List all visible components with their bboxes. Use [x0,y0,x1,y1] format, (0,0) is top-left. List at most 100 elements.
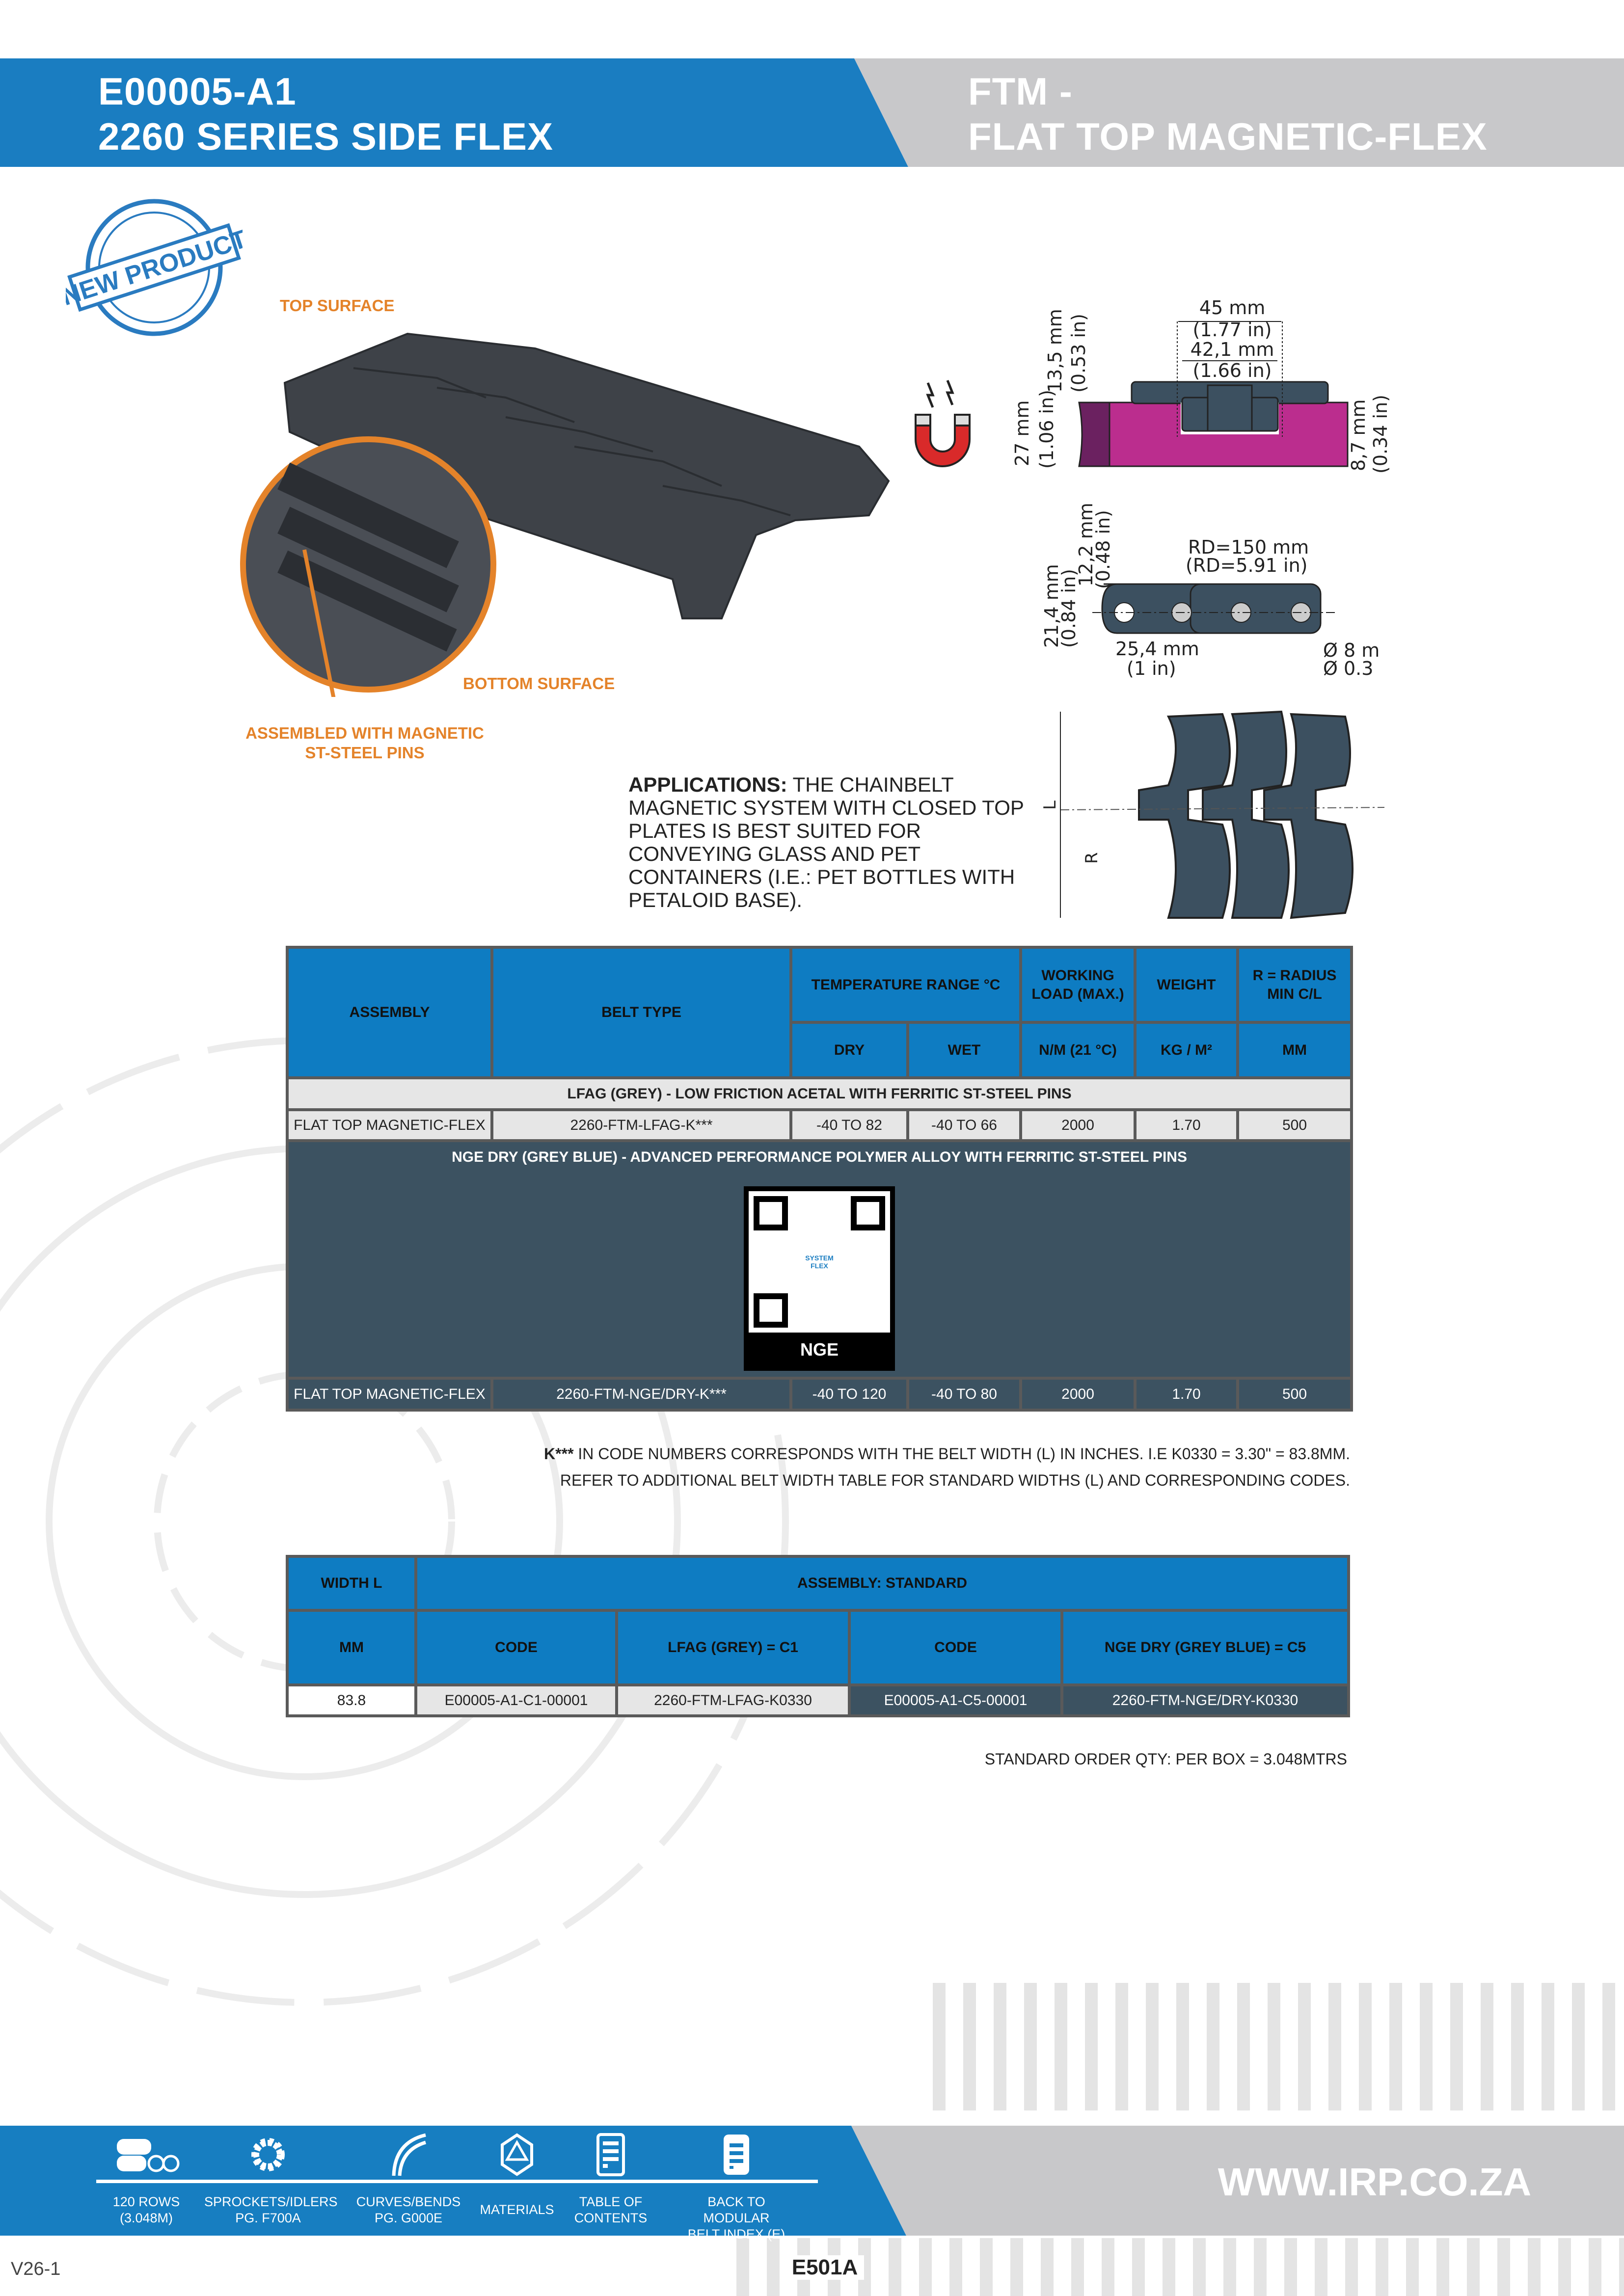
link-line1: BACK TO MODULAR [703,2194,770,2225]
bottom-surface-label: BOTTOM SURFACE [463,674,615,693]
col-radius: R = RADIUS MIN C/L [1236,946,1353,1024]
cell-wet: -40 TO 66 [906,1108,1023,1142]
dim-12mm-in: (0.48 in) [1092,510,1114,589]
footer-right-band [851,2126,1624,2236]
document-icon[interactable] [567,2133,655,2177]
dim-27mm-in: (1.06 in) [1036,390,1057,469]
cell-assembly: FLAT TOP MAGNETIC-FLEX [286,1108,493,1142]
link-line2: BELT INDEX (E) [687,2227,785,2242]
link-line2: CONTENTS [574,2211,648,2225]
dim-8mm: 8,7 mm [1348,399,1369,471]
cell-radius: 500 [1236,1377,1353,1412]
cell-weight: 1.70 [1134,1108,1240,1142]
dim-21mm: 21,4 mm [1041,564,1062,648]
nge-section: NGE DRY (GREY BLUE) - ADVANCED PERFORMAN… [285,1139,1353,1380]
footer-link-sprockets[interactable]: SPROCKETS/IDLERS PG. F700A [204,2194,338,2226]
col-wet: WET [906,1021,1023,1079]
dim-45mm-in: (1.77 in) [1193,319,1272,341]
footer-link-rows[interactable]: 120 ROWS (3.048M) [82,2194,210,2226]
dim-pin: Ø 8 m [1323,640,1380,661]
dim-13mm-in: (0.53 in) [1068,314,1089,393]
cell-dry: -40 TO 120 [789,1377,909,1412]
dot-pattern [736,2238,1624,2296]
qr-code[interactable]: SYSTEM FLEX NGE [744,1186,895,1371]
dim-R: R [1082,852,1102,864]
col-mm: MM [286,1609,417,1686]
cell-lfag: 2260-FTM-LFAG-K0330 [615,1683,851,1717]
dot-pattern [933,1983,1624,2110]
table-row: 83.8 E00005-A1-C1-00001 2260-FTM-LFAG-K0… [286,1683,1351,1717]
gear-icon[interactable] [224,2133,312,2177]
cell-assembly: FLAT TOP MAGNETIC-FLEX [286,1377,493,1412]
dim-pin-in: Ø 0.3 [1323,658,1373,679]
col-working-load: WORKING LOAD (MAX.) [1019,946,1137,1024]
top-surface-label: TOP SURFACE [280,296,395,315]
header-right-band [854,58,1624,167]
col-code-lfag: CODE [414,1609,618,1686]
footnote-code: K*** [544,1445,574,1463]
link-line2: PG. G000E [374,2211,443,2225]
materials-icon[interactable] [473,2133,561,2177]
cell-load: 2000 [1019,1377,1137,1412]
dim-21mm-in: (0.84 in) [1058,569,1080,648]
footer-link-belt-index[interactable]: BACK TO MODULAR BELT INDEX (E) [673,2194,800,2243]
spec-table: ASSEMBLY BELT TYPE TEMPERATURE RANGE °C … [285,946,1353,1412]
col-nge: NGE DRY (GREY BLUE) = C5 [1060,1609,1351,1686]
dim-pitch: 25,4 mm [1115,638,1199,660]
table-row: FLAT TOP MAGNETIC-FLEX 2260-FTM-LFAG-K**… [286,1108,1353,1142]
col-weight-unit: KG / M² [1134,1021,1240,1079]
link-line1: MATERIALS [480,2202,554,2217]
order-quantity: STANDARD ORDER QTY: PER BOX = 3.048MTRS [984,1750,1347,1768]
footer-link-materials[interactable]: MATERIALS [453,2202,581,2218]
col-code-nge: CODE [848,1609,1063,1686]
magnet-icon [915,380,971,467]
dim-42mm: 42,1 mm [1191,339,1274,360]
link-line1: TABLE OF [579,2194,643,2209]
dim-radius: RD=150 mm [1188,536,1309,558]
col-lfag: LFAG (GREY) = C1 [615,1609,851,1686]
link-line1: CURVES/BENDS [356,2194,461,2209]
cell-weight: 1.70 [1134,1377,1240,1412]
version-label: V26-1 [11,2259,61,2279]
pins-label-line1: ASSEMBLED WITH MAGNETIC [245,724,484,742]
document-icon[interactable] [692,2133,781,2177]
product-type-title: FTM - FLAT TOP MAGNETIC-FLEX [968,69,1488,159]
nge-section-title: NGE DRY (GREY BLUE) - ADVANCED PERFORMAN… [452,1149,1187,1165]
pins-label-line2: ST-STEEL PINS [305,744,425,762]
product-series: 2260 SERIES SIDE FLEX [98,115,554,158]
dim-radius-in: (RD=5.91 in) [1186,555,1307,576]
footnote-line1: K*** IN CODE NUMBERS CORRESPONDS WITH TH… [544,1445,1350,1463]
link-line1: 120 ROWS [112,2194,180,2209]
col-dry: DRY [789,1021,909,1079]
footnote-text: IN CODE NUMBERS CORRESPONDS WITH THE BEL… [573,1445,1350,1463]
product-code: E00005-A1 [98,70,297,113]
website-link[interactable]: WWW.IRP.CO.ZA [1218,2160,1532,2204]
col-assembly: ASSEMBLY [286,946,493,1079]
width-table: WIDTH L ASSEMBLY: STANDARD MM CODE LFAG … [286,1555,1351,1717]
link-line2: PG. F700A [235,2211,301,2225]
cell-belt-type: 2260-FTM-NGE/DRY-K*** [490,1377,792,1412]
curve-icon[interactable] [364,2133,453,2177]
dim-12mm: 12,2 mm [1075,503,1097,587]
rolls-icon[interactable] [102,2133,190,2177]
link-line1: SPROCKETS/IDLERS [204,2194,338,2209]
dim-8mm-in: (0.34 in) [1370,395,1389,474]
footer-divider [96,2180,818,2183]
cell-code-lfag: E00005-A1-C1-00001 [414,1683,618,1717]
new-product-badge: NEW PRODUCT [66,199,243,336]
product-type-line1: FTM - [968,70,1073,113]
dim-13mm: 13,5 mm [1044,309,1066,393]
qr-label: NGE [800,1339,839,1360]
applications-description: THE CHAINBELT MAGNETIC SYSTEM WITH CLOSE… [628,773,1024,911]
qr-logo: SYSTEM FLEX [800,1242,839,1281]
footer-link-curves[interactable]: CURVES/BENDS PG. G000E [345,2194,472,2226]
col-width: WIDTH L [286,1555,417,1612]
col-belt-type: BELT TYPE [490,946,792,1079]
top-view-diagram: L R [1041,710,1385,919]
dim-L: L [1041,801,1060,810]
col-temperature: TEMPERATURE RANGE °C [789,946,1023,1024]
footer-link-contents[interactable]: TABLE OF CONTENTS [547,2194,675,2226]
table-row: FLAT TOP MAGNETIC-FLEX 2260-FTM-NGE/DRY-… [286,1377,1353,1412]
link-line2: (3.048M) [119,2211,173,2225]
dim-45mm: 45 mm [1199,297,1265,319]
